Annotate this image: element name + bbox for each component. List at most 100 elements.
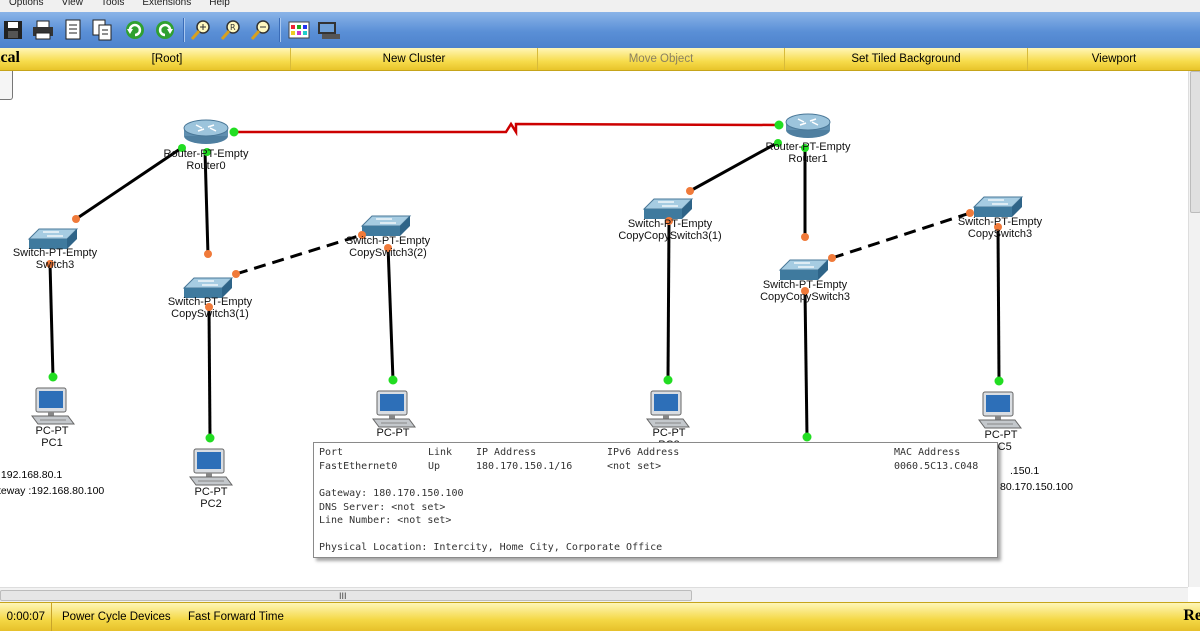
- pc-mid-icon[interactable]: [372, 390, 416, 428]
- workspace-corner-tab[interactable]: [0, 71, 13, 100]
- tooltip-port: FastEthernet0: [319, 461, 398, 472]
- vertical-scrollbar[interactable]: [1188, 71, 1200, 587]
- topology-links: [28, 113, 1023, 486]
- menu-options[interactable]: Options: [9, 0, 44, 8]
- device-dialog-icon[interactable]: [316, 17, 342, 43]
- copyswitch3-1-type: Switch-PT-Empty: [167, 296, 253, 308]
- switch3-type: Switch-PT-Empty: [12, 247, 98, 259]
- router0-type: Router-PT-Empty: [163, 148, 249, 160]
- link-router0-switch3[interactable]: [75, 147, 181, 221]
- copyswitch3-icon[interactable]: [973, 196, 1023, 218]
- pc1-gateway: teway :192.168.80.100: [0, 485, 105, 497]
- switch3-icon[interactable]: [28, 228, 78, 250]
- copyswitch3-name: CopySwitch3: [967, 228, 1033, 240]
- tooltip-dns: DNS Server: <not set>: [319, 502, 446, 513]
- set-tiled-background-button[interactable]: Set Tiled Background: [785, 48, 1028, 70]
- serial-link-router0-router1[interactable]: [234, 121, 780, 137]
- copycopyswitch3-icon[interactable]: [779, 259, 829, 281]
- horizontal-scrollbar[interactable]: III: [0, 587, 1188, 602]
- tooltip-header-link: Link: [428, 447, 453, 458]
- menu-tools[interactable]: Tools: [100, 0, 125, 8]
- pc1-ip: :192.168.80.1: [0, 469, 63, 481]
- link-router0-copyswitch3-1[interactable]: [203, 150, 210, 256]
- copycopyswitch3-label: Switch-PT-Empty CopyCopySwitch3: [760, 279, 850, 303]
- switch3-name: Switch3: [35, 259, 75, 271]
- menu-help[interactable]: Help: [209, 0, 230, 8]
- realtime-mode-label[interactable]: Rea: [1183, 607, 1200, 624]
- tooltip-line-number: Line Number: <not set>: [319, 515, 452, 526]
- copyswitch3-2-icon[interactable]: [361, 215, 411, 237]
- pc5-gateway: 80.170.150.100: [1000, 481, 1073, 493]
- pc1-icon[interactable]: [31, 387, 75, 425]
- fast-forward-time-button[interactable]: Fast Forward Time: [188, 603, 284, 631]
- scrollbar-grip: III: [339, 591, 347, 601]
- copycopyswitch3-name: CopyCopySwitch3: [760, 291, 850, 303]
- link-copyswitch3-1-pc2[interactable]: [207, 306, 212, 439]
- save-icon[interactable]: [0, 17, 26, 43]
- root-button[interactable]: [Root]: [44, 48, 291, 70]
- horizontal-scrollbar-thumb[interactable]: III: [0, 590, 692, 601]
- activity-wizard-icon[interactable]: [60, 17, 86, 43]
- pc5-ip: .150.1: [1010, 465, 1040, 477]
- pc1-label: PC-PT PC1: [36, 425, 69, 449]
- copycopyswitch3-1-icon[interactable]: [643, 198, 693, 220]
- pc2-type: PC-PT: [194, 486, 228, 498]
- link-switch3-pc1[interactable]: [48, 262, 55, 378]
- copycopyswitch3-1-name: CopyCopySwitch3(1): [618, 230, 722, 242]
- pc2-name: PC2: [200, 498, 222, 510]
- pc-mid-type: PC-PT: [376, 427, 410, 439]
- link-copycopyswitch3-1-pc[interactable]: [666, 220, 671, 381]
- copy-icon[interactable]: [90, 17, 116, 43]
- tooltip-header-ipv6: IPv6 Address: [607, 447, 680, 458]
- toolbar-separator: [183, 18, 185, 42]
- pc5-icon[interactable]: [978, 391, 1022, 429]
- pc1-type: PC-PT: [35, 425, 69, 437]
- link-router1-copycopyswitch3-1[interactable]: [689, 141, 778, 193]
- move-object-button[interactable]: Move Object: [538, 48, 785, 70]
- main-toolbar: R: [0, 12, 1200, 49]
- tooltip-link: Up: [428, 461, 441, 472]
- link-copyswitch3-2-pc[interactable]: [386, 245, 395, 381]
- simulation-time-value: 0:00:07: [6, 611, 45, 623]
- undo-icon[interactable]: [122, 17, 148, 43]
- copyswitch3-1-icon[interactable]: [183, 277, 233, 299]
- router1-icon[interactable]: [785, 113, 831, 139]
- zoom-reset-icon[interactable]: R: [218, 17, 244, 43]
- viewport-button[interactable]: Viewport: [1028, 48, 1200, 70]
- menu-view[interactable]: View: [61, 0, 83, 8]
- router1-name: Router1: [788, 153, 828, 165]
- pc2-icon[interactable]: [189, 448, 233, 486]
- zoom-out-icon[interactable]: [248, 17, 274, 43]
- zoom-in-icon[interactable]: [188, 17, 214, 43]
- link-copyswitch3-pc5[interactable]: [996, 225, 1001, 382]
- copyswitch3-2-label: Switch-PT-Empty CopySwitch3(2): [346, 235, 430, 259]
- pc-right1-type: PC-PT: [652, 427, 686, 439]
- copyswitch3-2-name: CopySwitch3(2): [349, 247, 427, 259]
- menu-extensions[interactable]: Extensions: [142, 0, 192, 8]
- pc2-label: PC-PT PC2: [195, 486, 228, 510]
- copycopyswitch3-1-label: Switch-PT-Empty CopyCopySwitch3(1): [618, 218, 721, 242]
- palette-icon[interactable]: [286, 17, 312, 43]
- print-icon[interactable]: [30, 17, 56, 43]
- logical-mode-tab[interactable]: ical: [0, 48, 40, 70]
- tooltip-mac: 0060.5C13.C048: [894, 461, 979, 472]
- copyswitch3-type: Switch-PT-Empty: [957, 216, 1043, 228]
- router0-icon[interactable]: [183, 119, 229, 145]
- vertical-scrollbar-thumb[interactable]: [1190, 71, 1200, 213]
- power-cycle-devices-button[interactable]: Power Cycle Devices: [62, 603, 171, 631]
- pc1-name: PC1: [41, 437, 63, 449]
- realtime-status-bar: 0:00:07 Power Cycle Devices Fast Forward…: [0, 602, 1200, 631]
- link-copycopyswitch3-pc[interactable]: [803, 290, 809, 438]
- logical-workspace-bar: ical [Root] New Cluster Move Object Set …: [0, 48, 1200, 71]
- redo-icon[interactable]: [152, 17, 178, 43]
- pc1-ip-info: :192.168.80.1 teway :192.168.80.100: [0, 467, 104, 499]
- router1-type: Router-PT-Empty: [765, 141, 851, 153]
- link-copyswitch3-1-copyswitch3-2[interactable]: [235, 233, 363, 276]
- new-cluster-button[interactable]: New Cluster: [291, 48, 538, 70]
- new-cluster-label: New Cluster: [382, 53, 446, 65]
- copyswitch3-1-name: CopySwitch3(1): [171, 308, 249, 320]
- link-copycopyswitch3-copyswitch3[interactable]: [831, 211, 971, 260]
- simulation-time: 0:00:07: [0, 603, 52, 631]
- copyswitch3-2-type: Switch-PT-Empty: [345, 235, 431, 247]
- pc-right1-icon[interactable]: [646, 390, 690, 428]
